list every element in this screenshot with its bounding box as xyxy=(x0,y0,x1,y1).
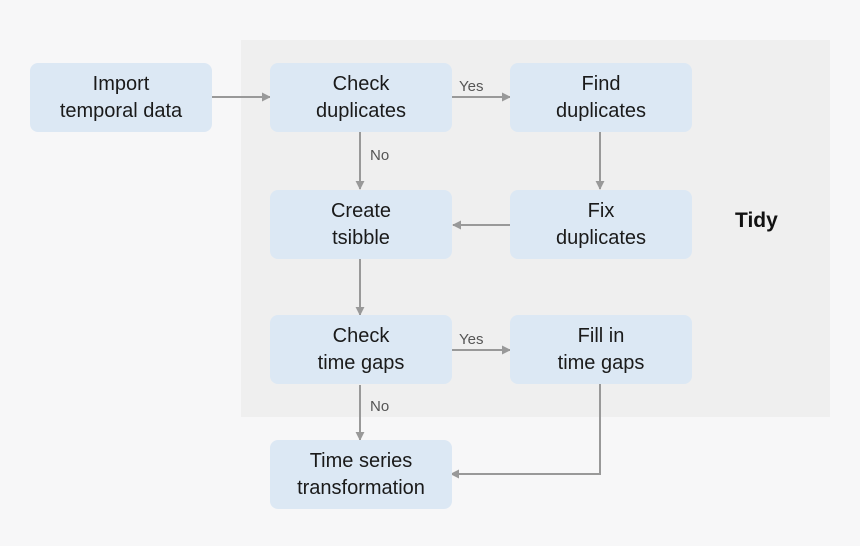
node-line: transformation xyxy=(297,476,425,499)
node-time-series-transformation: Time series transformation xyxy=(270,440,452,509)
node-line: temporal data xyxy=(59,99,183,122)
node-find-duplicates: Find duplicates xyxy=(510,63,692,132)
node-line: duplicates xyxy=(315,99,407,122)
arrow-fill-gaps-to-transformation xyxy=(450,384,601,479)
node-create-tsibble: Create tsibble xyxy=(270,190,452,259)
node-import-temporal-data: Import temporal data xyxy=(30,63,212,132)
node-line: Check xyxy=(332,72,390,95)
node-line: Fill in xyxy=(577,324,625,347)
node-line: Time series xyxy=(309,449,413,472)
node-line: Find xyxy=(581,72,621,95)
node-check-time-gaps: Check time gaps xyxy=(270,315,452,384)
node-line: Check xyxy=(332,324,390,347)
edge-label-duplicates-yes: Yes xyxy=(459,78,484,95)
edge-label-duplicates-no: No xyxy=(370,147,390,164)
node-line: Fix xyxy=(587,199,615,222)
edge-label-gaps-no: No xyxy=(370,398,390,415)
node-line: duplicates xyxy=(555,226,647,249)
node-line: Import xyxy=(92,72,150,95)
node-line: tsibble xyxy=(332,226,390,249)
node-check-duplicates: Check duplicates xyxy=(270,63,452,132)
node-line: time gaps xyxy=(317,351,405,374)
node-fix-duplicates: Fix duplicates xyxy=(510,190,692,259)
node-line: Create xyxy=(330,199,392,222)
node-line: duplicates xyxy=(555,99,647,122)
tidy-region-label: Tidy xyxy=(735,209,778,232)
node-fill-in-time-gaps: Fill in time gaps xyxy=(510,315,692,384)
edge-label-gaps-yes: Yes xyxy=(459,331,484,348)
node-line: time gaps xyxy=(557,351,645,374)
